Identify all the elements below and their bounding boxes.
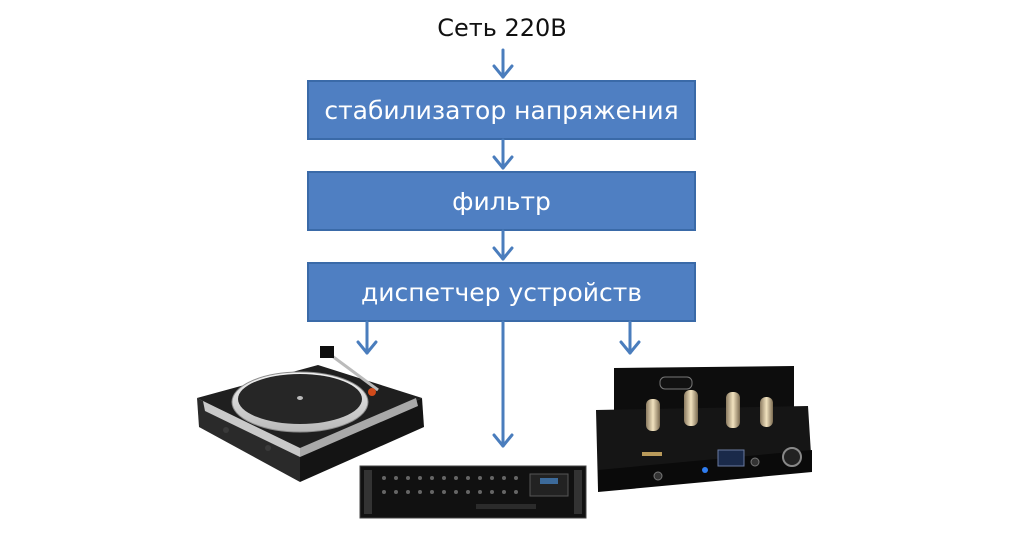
dispatcher-label: диспетчер устройств — [360, 277, 643, 307]
filter-label: фильтр — [452, 186, 551, 216]
turntable-icon — [197, 346, 424, 482]
rack-mixer-icon — [359, 465, 587, 519]
stabilizer-label: стабилизатор напряжения — [324, 95, 679, 125]
dispatcher-box: диспетчер устройств — [307, 262, 696, 322]
filter-box: фильтр — [307, 171, 696, 231]
stabilizer-box: стабилизатор напряжения — [307, 80, 696, 140]
source-label: Сеть 220В — [437, 14, 567, 42]
tube-amplifier-icon — [596, 366, 812, 492]
